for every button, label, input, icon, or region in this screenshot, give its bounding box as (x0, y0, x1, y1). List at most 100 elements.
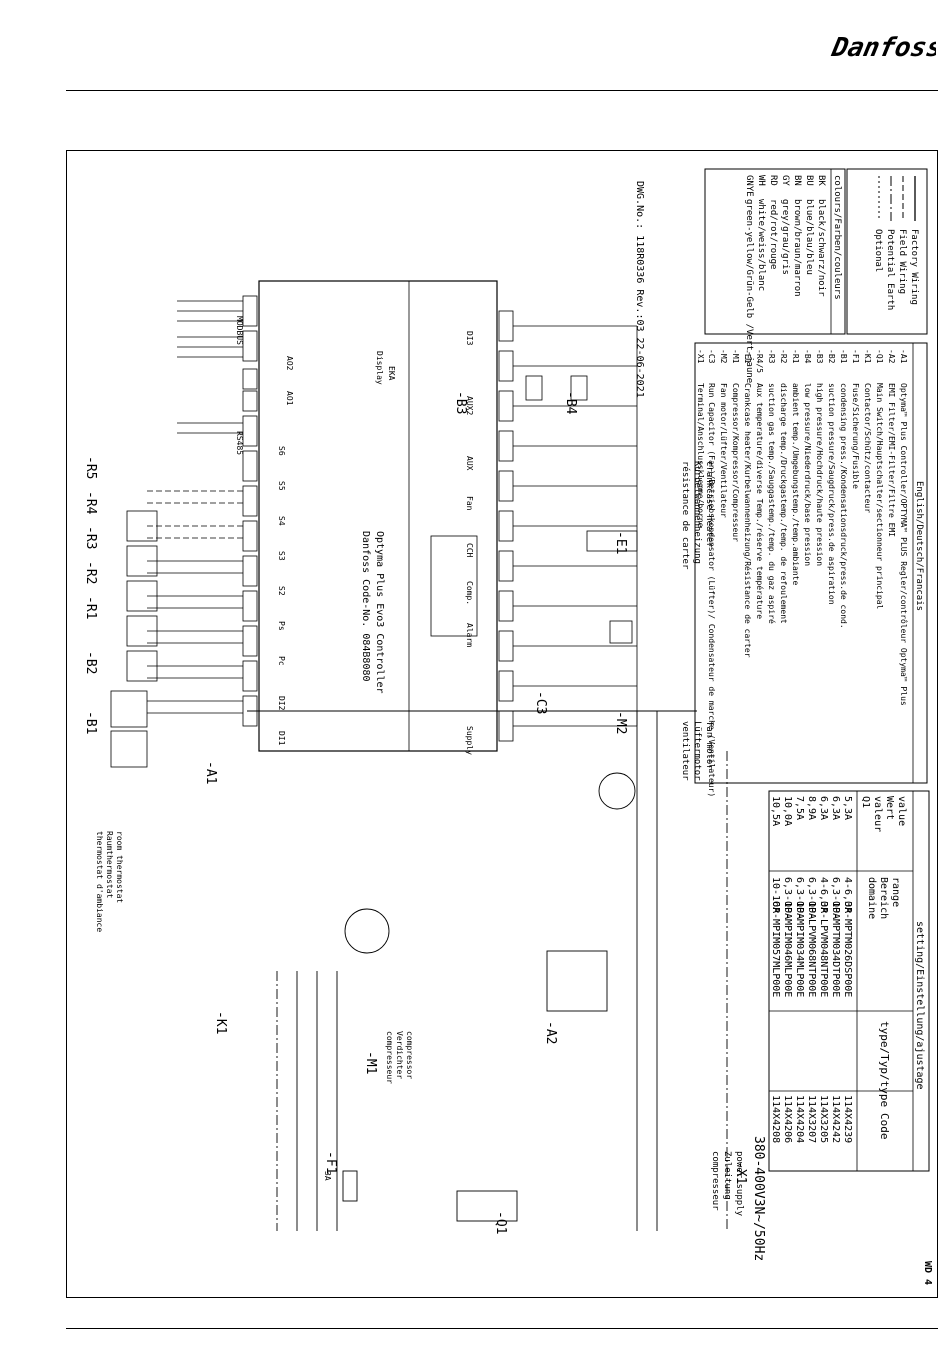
svg-text:Terminal/Anschlussklemme/borne: Terminal/Anschlussklemme/borne (696, 383, 705, 528)
svg-text:114X3205: 114X3205 (818, 1095, 829, 1143)
header-rule (66, 90, 938, 91)
header-range-de: Bereich (878, 877, 889, 919)
svg-text:EMI Filter/EMI-Filter/Filtre E: EMI Filter/EMI-Filter/Filtre EMI (887, 383, 896, 537)
header-range: range (890, 877, 901, 907)
svg-text:8,9A: 8,9A (806, 796, 817, 820)
svg-text:-R5: -R5 (83, 456, 98, 479)
svg-text:114X4208: 114X4208 (770, 1095, 781, 1143)
svg-text:-R1: -R1 (791, 349, 800, 364)
svg-text:DI3: DI3 (465, 331, 474, 346)
svg-text:-C3: -C3 (707, 349, 716, 364)
power-supply-label: power supply (734, 1151, 744, 1217)
svg-text:high pressure/Hochdruck/haute: high pressure/Hochdruck/haute pression (815, 383, 824, 566)
fuse-rating: 3A (323, 1171, 332, 1181)
svg-text:6,3-10A: 6,3-10A (830, 877, 841, 919)
svg-text:Fuse/Sicherung/Fusible: Fuse/Sicherung/Fusible (851, 383, 860, 489)
compressor-label-fr: compresseur (385, 1031, 394, 1084)
svg-text:Fan: Fan (465, 496, 474, 511)
svg-text:-B1: -B1 (839, 349, 848, 364)
svg-text:-Q1: -Q1 (875, 349, 884, 364)
svg-text:-M1: -M1 (363, 1051, 378, 1074)
header-value-de: Wert (884, 796, 895, 820)
svg-text:10-16A: 10-16A (770, 877, 781, 913)
svg-text:Crankcase heater/Kurbelwannenh: Crankcase heater/Kurbelwannenheizung/Rés… (743, 383, 753, 658)
compressor-label-de: Verdichter (395, 1031, 404, 1079)
svg-text:-K1: -K1 (863, 349, 872, 364)
svg-text:-B1: -B1 (83, 711, 98, 734)
svg-text:114X4206: 114X4206 (782, 1095, 793, 1143)
colours-title: colours/Farben/couleurs (832, 175, 842, 300)
svg-text:6,3-10A: 6,3-10A (794, 877, 805, 919)
svg-text:-A2: -A2 (887, 349, 896, 364)
svg-text:ambient temp./Umgebungstemp./t: ambient temp./Umgebungstemp./temp.ambian… (791, 383, 800, 585)
svg-text:discharge temp./Druckgastemp./: discharge temp./Druckgastemp./temp. de r… (779, 383, 788, 624)
components-legend-title: English/Deutsch/Francais (914, 481, 924, 611)
room-thermostat-label: room thermostat (115, 831, 124, 903)
svg-text:-R2: -R2 (83, 561, 98, 584)
header-value: value (896, 796, 907, 826)
drawing-frame (66, 150, 938, 1298)
svg-text:Compressor/Kompressor/Compress: Compressor/Kompressor/Compresseur (731, 383, 740, 542)
component-tags: -A1 -B1 -B2 -R1 -R2 -R3 -R4 -R5 -K1 -M1 … (83, 391, 748, 1234)
sensor-wiring (110, 300, 243, 768)
controller-code: Danfoss Code-No. 084B8080 (360, 531, 371, 682)
header-q1: Q1 (860, 796, 871, 808)
settings-table: setting/Einstellung/ajustage value Wert … (768, 790, 930, 1172)
svg-text:suction pressure/Saugdruck/pre: suction pressure/Saugdruck/press.de aspi… (827, 383, 836, 605)
svg-text:-R4: -R4 (83, 491, 98, 515)
room-thermostat-label-de: Raumthermostat (105, 831, 114, 899)
svg-text:WH: WH (756, 175, 766, 186)
header-code: Code (878, 1113, 891, 1140)
svg-text:-B4: -B4 (803, 349, 812, 364)
svg-text:-X1: -X1 (696, 349, 705, 364)
svg-text:OP-MPIM057MLP00E: OP-MPIM057MLP00E (770, 901, 781, 997)
svg-text:5,3A: 5,3A (842, 796, 853, 820)
svg-text:black/schwarz/noir: black/schwarz/noir (816, 199, 826, 297)
svg-text:Alarm: Alarm (465, 623, 474, 647)
svg-text:-B3: -B3 (453, 391, 468, 414)
legend-row: -B4 low pressure/Niederdruck/base pressio… (803, 349, 812, 566)
svg-text:-X1: -X1 (733, 1161, 748, 1184)
danfoss-logo: Danfoss (828, 33, 936, 63)
crankcase-label-fr: résistance de carter (680, 461, 691, 570)
svg-text:OP-MPTM026DSP00E: OP-MPTM026DSP00E (842, 901, 853, 997)
svg-text:Fan motor/Lüfter/Ventilateur: Fan motor/Lüfter/Ventilateur (719, 383, 728, 518)
svg-text:114X4204: 114X4204 (794, 1095, 805, 1143)
rs485-label: RS485 (235, 431, 244, 455)
svg-text:Danfoss: Danfoss (828, 33, 936, 63)
header-range-fr: domaine (866, 877, 877, 919)
terminal-labels: DI1 DI2 Pc Ps S2 S3 S4 S5 S6 Alarm Comp.… (277, 331, 474, 755)
svg-text:-K1: -K1 (213, 1011, 228, 1034)
svg-text:BK: BK (816, 175, 826, 186)
svg-text:6,3-10A: 6,3-10A (782, 877, 793, 919)
svg-text:S6: S6 (277, 446, 286, 456)
svg-text:6,3A: 6,3A (818, 796, 829, 820)
svg-text:-Q1: -Q1 (493, 1211, 508, 1234)
svg-text:low pressure/Niederdruck/base: low pressure/Niederdruck/base pression (803, 383, 812, 566)
svg-text:AO1: AO1 (285, 391, 294, 406)
svg-text:7,5A: 7,5A (794, 796, 805, 820)
svg-text:AUX2: AUX2 (465, 396, 474, 415)
svg-text:Supply: Supply (465, 726, 474, 755)
header-type: type/Typ/type (878, 1021, 891, 1107)
legend-potential-earth: Potential Earth (885, 229, 895, 310)
svg-text:-R2: -R2 (779, 349, 788, 364)
svg-text:GY: GY (780, 175, 790, 186)
